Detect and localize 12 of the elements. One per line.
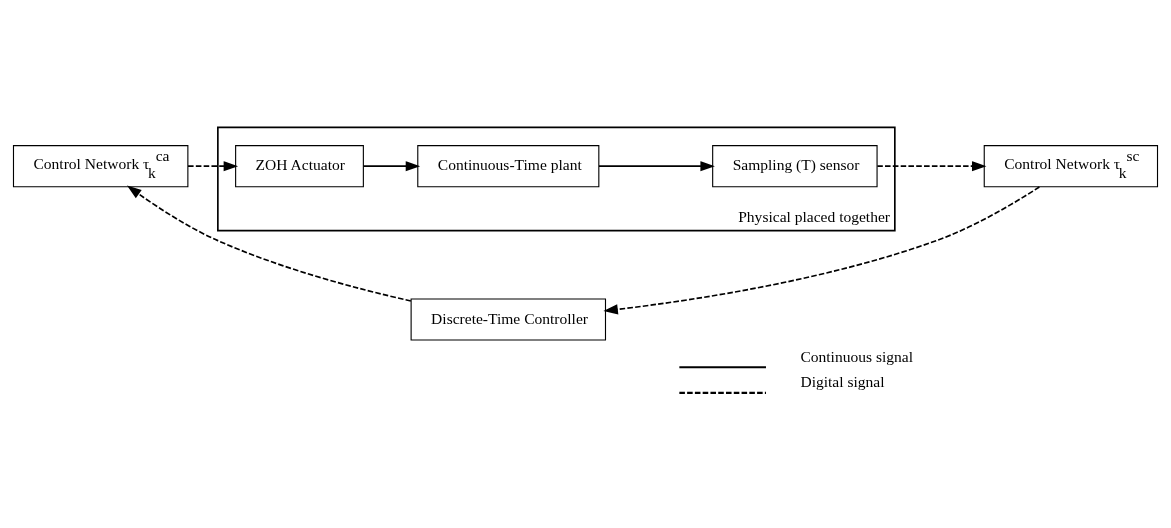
node-box: ZOH Actuator [235,144,364,187]
node-box: Discrete-Time Controller [410,297,607,341]
arrow [876,160,987,171]
arrow [603,185,1041,314]
node-box: Sampling (T) sensor [712,144,878,187]
arrow [598,160,715,171]
node-box: Continuous-Time plant [417,144,600,187]
legend-label: Digital signal [800,372,885,390]
arrow [362,160,421,171]
arrow [187,160,239,171]
arrow [127,185,412,302]
legend-label: Continuous signal [800,347,914,365]
